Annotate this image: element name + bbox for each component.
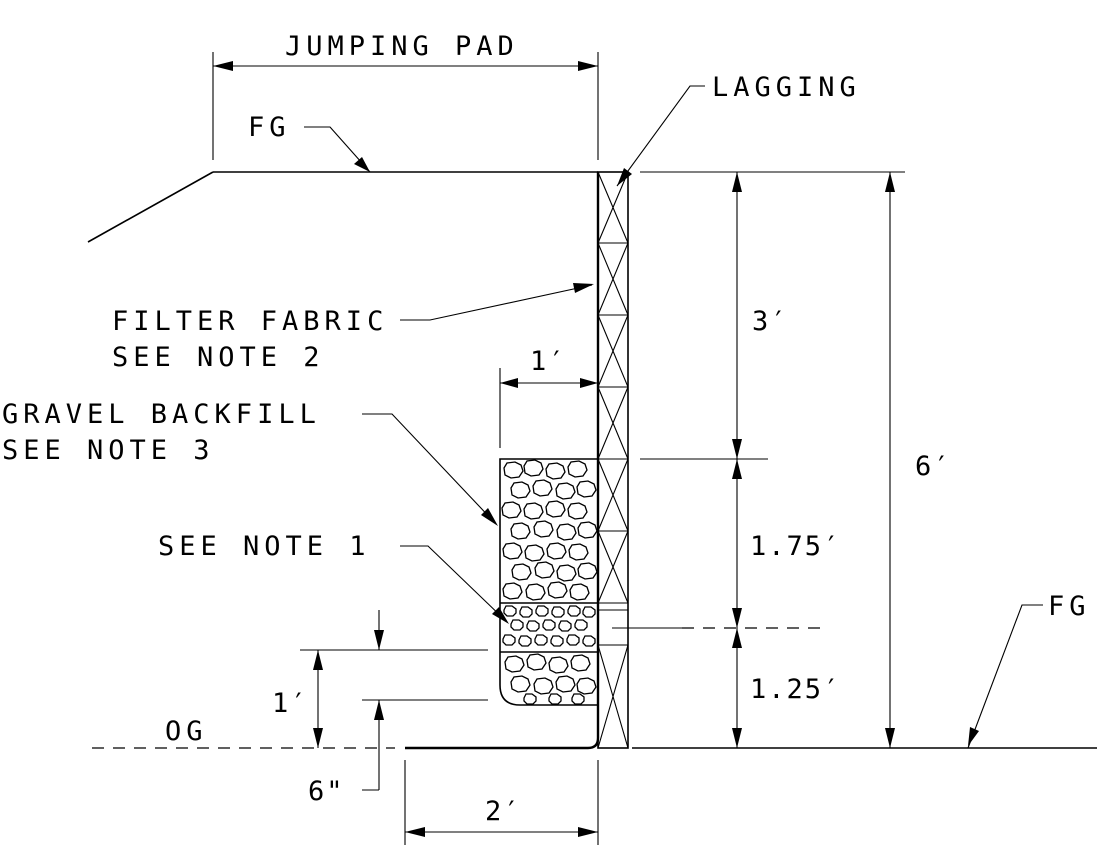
- gravel-backfill-callout: GRAVEL BACKFILL SEE NOTE 3: [2, 399, 498, 526]
- total-depth-label: 6′: [915, 451, 952, 482]
- filter-fabric-callout: FILTER FABRIC SEE NOTE 2: [112, 283, 594, 373]
- lagging-callout: LAGGING: [616, 72, 861, 187]
- filter-fabric-line: [405, 172, 600, 750]
- gravel-width-label: 1′: [530, 346, 567, 377]
- filter-fabric-label-2: SEE NOTE 2: [112, 342, 325, 373]
- gravel-label-1: GRAVEL BACKFILL: [2, 399, 321, 430]
- jumping-pad-dimension: JUMPING PAD: [212, 31, 599, 160]
- gravel-rocks: [501, 459, 598, 705]
- see-note-1-label: SEE NOTE 1: [158, 531, 371, 562]
- pad-width-label: 2′: [485, 796, 522, 827]
- lagging-boards: [597, 171, 629, 749]
- fg-right-callout: FG: [967, 591, 1091, 749]
- jumping-pad-label: JUMPING PAD: [285, 31, 519, 62]
- pad-width-dimension: 2′: [404, 760, 599, 845]
- pad-step-label: 1′: [272, 688, 309, 719]
- finished-grade-left: [87, 171, 598, 243]
- og-label: OG: [165, 716, 208, 747]
- upper-depth-label: 3′: [752, 306, 789, 337]
- mid-depth-label: 1.75′: [750, 531, 841, 562]
- fg-left-label: FG: [248, 112, 291, 143]
- filter-fabric-label-1: FILTER FABRIC: [112, 306, 388, 337]
- fg-right-label: FG: [1048, 591, 1091, 622]
- pad-offset-label: 6": [308, 776, 345, 807]
- lagging-label: LAGGING: [712, 72, 861, 103]
- gravel-label-2: SEE NOTE 3: [2, 435, 215, 466]
- pad-step-dimension: 1′ 6": [272, 610, 488, 807]
- see-note-1-callout: SEE NOTE 1: [158, 531, 509, 624]
- gravel-backfill: [499, 458, 599, 706]
- gravel-width-dimension: 1′: [499, 346, 598, 448]
- depth-dimensions: 3′ 1.75′ 1.25′ 6′: [640, 171, 952, 749]
- fg-left-callout: FG: [248, 112, 371, 173]
- lower-depth-label: 1.25′: [750, 674, 841, 705]
